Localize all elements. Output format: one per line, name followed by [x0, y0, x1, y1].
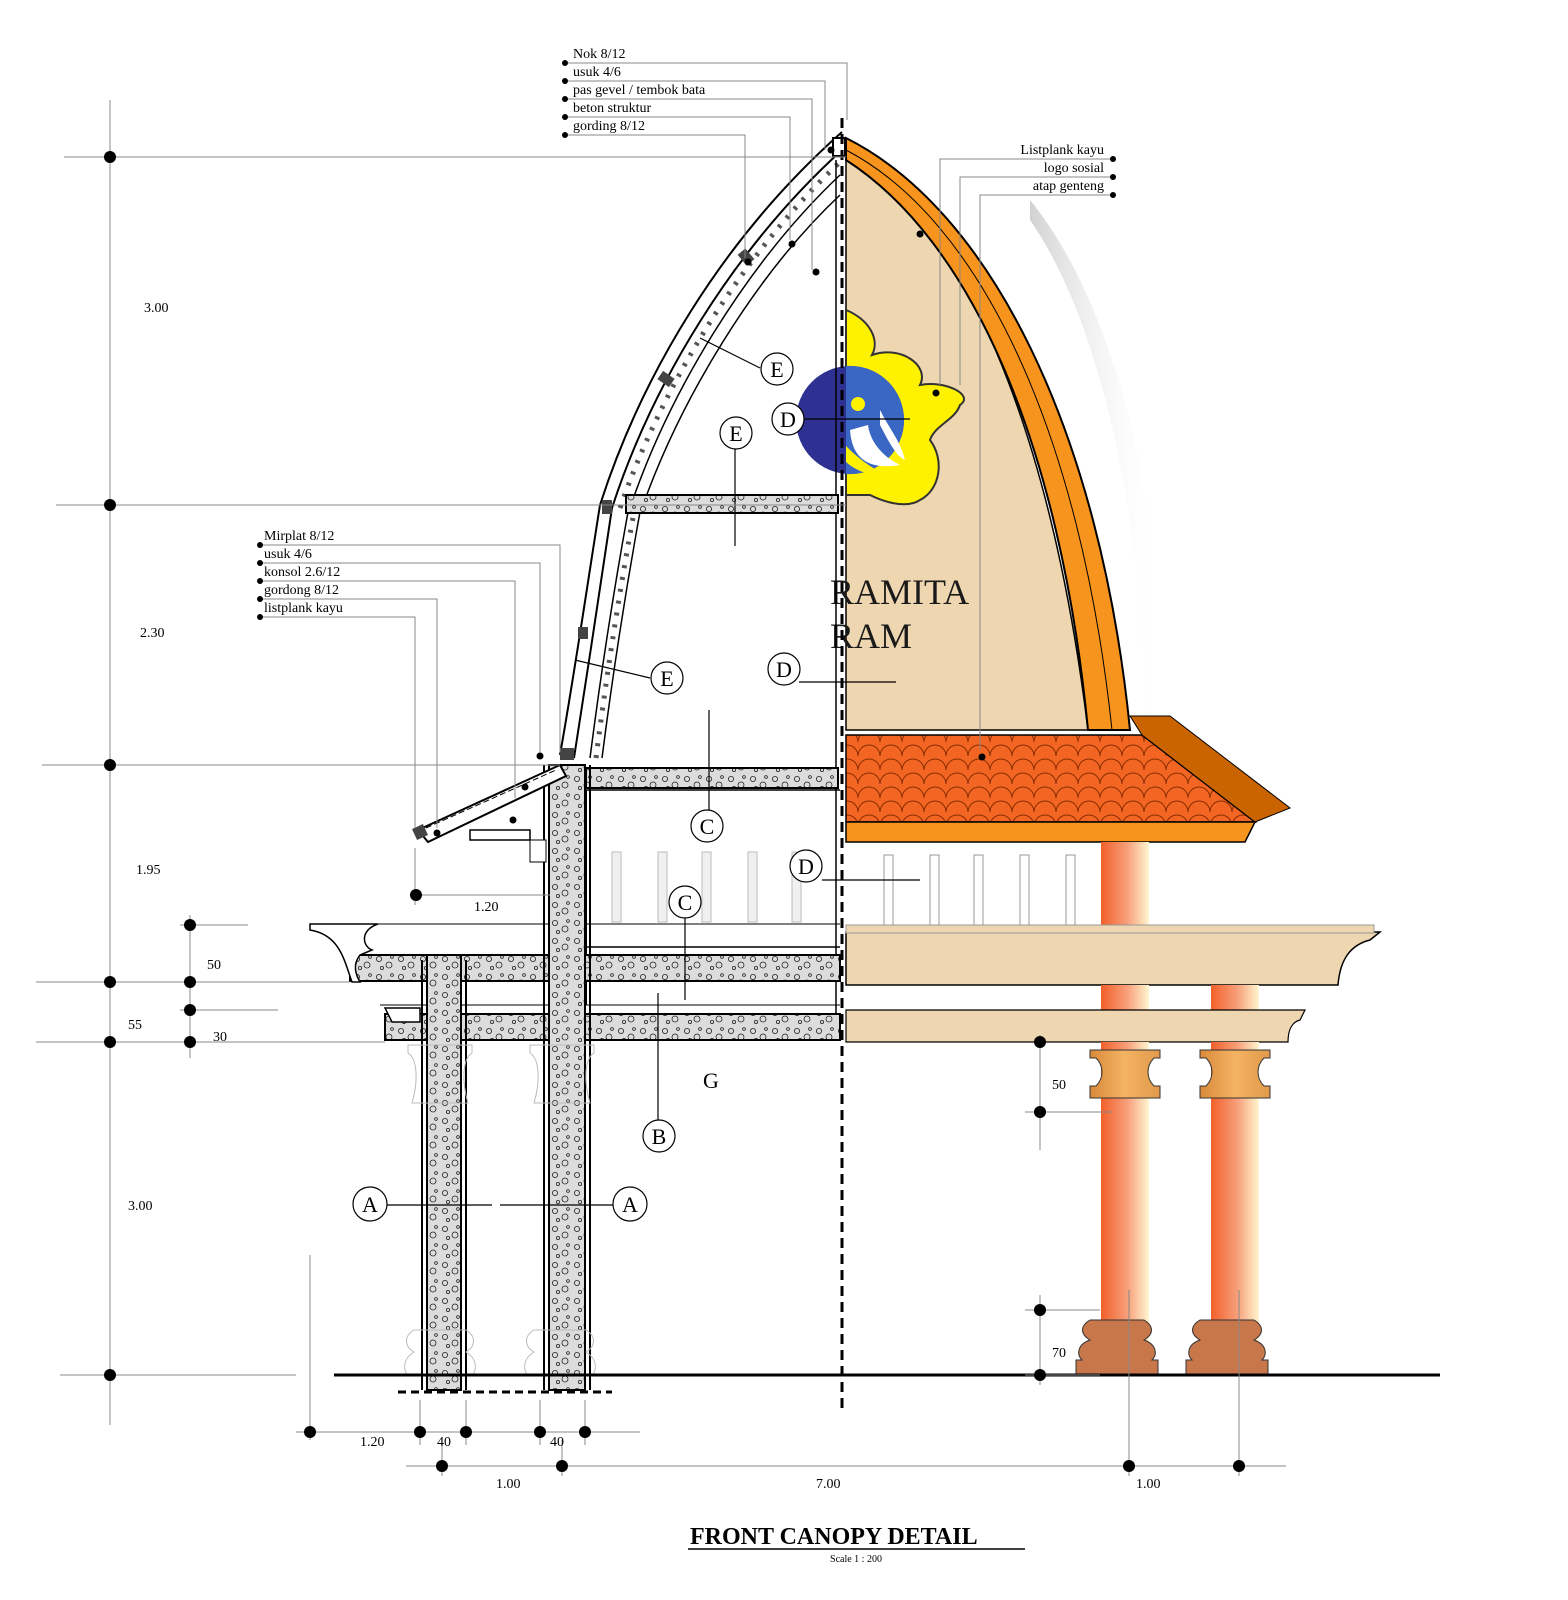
mid-annotations: Mirplat 8/12 usuk 4/6 konsol 2.6/12 gord…: [264, 529, 343, 616]
dim-roof-mid: 2.30: [140, 626, 165, 641]
upper-ring-beam: [625, 494, 839, 514]
dim-slab: 55: [128, 1018, 142, 1033]
section-tags: [352, 337, 920, 1222]
dimension-labels: 3.00 2.30 1.95 55 3.00 50 30 1.20 50 70 …: [128, 301, 1161, 1492]
tag-g: G: [703, 1068, 719, 1093]
annot-gording: gording 8/12: [573, 119, 645, 134]
column-left: [426, 954, 462, 1391]
tag-a-1: A: [362, 1192, 378, 1217]
dim-small-50: 50: [207, 958, 221, 973]
balusters-right: [883, 854, 1076, 926]
tag-d-1: D: [780, 407, 796, 432]
dim-ground: 3.00: [128, 1199, 153, 1214]
dim-roof-top: 3.00: [144, 301, 169, 316]
tag-a-2: A: [622, 1192, 638, 1217]
annot-usuk-2: usuk 4/6: [264, 547, 312, 562]
columns-right: [1075, 1042, 1271, 1375]
dim-right-50: 50: [1052, 1078, 1066, 1093]
sign-text-2: RAM: [830, 616, 912, 656]
listplank-frame: [845, 136, 1132, 731]
annot-atap: atap genteng: [1033, 179, 1104, 194]
tag-e-2: E: [729, 421, 742, 446]
annot-beton: beton struktur: [573, 101, 651, 116]
dim-bottom-700: 7.00: [816, 1477, 841, 1492]
annot-listplank: Listplank kayu: [1020, 143, 1104, 158]
dim-right-70: 70: [1052, 1346, 1066, 1361]
dimension-dots: [104, 151, 1245, 1472]
annot-gordong: gordong 8/12: [264, 583, 339, 598]
top-annotations: Nok 8/12 usuk 4/6 pas gevel / tembok bat…: [573, 47, 706, 134]
dim-canopy: 1.20: [474, 900, 499, 915]
logo-sosial: [796, 308, 965, 506]
drawing-scale: Scale 1 : 200: [830, 1554, 882, 1565]
annot-pas-gevel: pas gevel / tembok bata: [573, 83, 706, 98]
annot-konsol: konsol 2.6/12: [264, 565, 340, 580]
leader-lines: [260, 62, 1113, 828]
mid-ring-beam: [585, 767, 839, 789]
upper-floor-slab: [349, 954, 841, 982]
tag-e-1: E: [770, 357, 783, 382]
tag-d-2: D: [776, 657, 792, 682]
cornice: [845, 931, 1383, 986]
dim-bottom-100a: 1.00: [496, 1477, 521, 1492]
balusters-left: [611, 851, 802, 923]
drawing-title: FRONT CANOPY DETAIL: [690, 1524, 978, 1550]
right-annotations: Listplank kayu logo sosial atap genteng: [1020, 143, 1104, 194]
tag-e-3: E: [660, 666, 673, 691]
tag-b: B: [652, 1124, 667, 1149]
annot-nok: Nok 8/12: [573, 47, 626, 62]
dim-bottom-120: 1.20: [360, 1435, 385, 1450]
dim-balcony: 1.95: [136, 863, 161, 878]
annot-listplank-2: listplank kayu: [264, 601, 343, 616]
lower-canopy: [416, 763, 568, 844]
annotation-dots: [257, 60, 1116, 837]
elevation-half: RAMITA RAM: [796, 136, 1383, 1375]
upper-roof-rafter: [599, 131, 843, 506]
tag-d-3: D: [798, 854, 814, 879]
sign-text-1: RAMITA: [830, 572, 969, 612]
section-half: [309, 118, 1440, 1410]
tag-c-2: C: [678, 890, 693, 915]
dim-bottom-40b: 40: [550, 1435, 564, 1450]
annot-logo: logo sosial: [1044, 161, 1104, 176]
section-tag-labels: E D E E D C D C G B A A: [362, 357, 814, 1217]
annot-usuk: usuk 4/6: [573, 65, 621, 80]
tag-c-1: C: [700, 814, 715, 839]
dim-bottom-100b: 1.00: [1136, 1477, 1161, 1492]
dim-bottom-40a: 40: [437, 1435, 451, 1450]
column-right: [548, 764, 586, 1391]
dim-small-30: 30: [213, 1030, 227, 1045]
annot-mirplat: Mirplat 8/12: [264, 529, 334, 544]
